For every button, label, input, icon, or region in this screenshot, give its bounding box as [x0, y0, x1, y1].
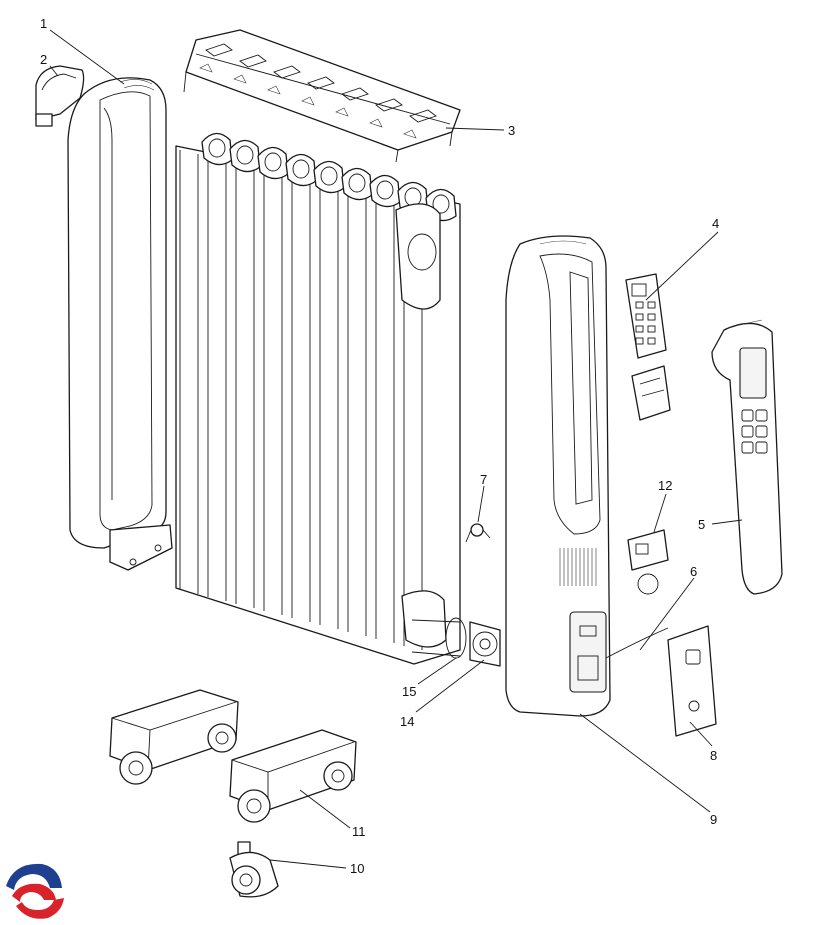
- callout-6: 6: [690, 564, 697, 579]
- part-10-caster: [229, 841, 279, 898]
- callout-8: 8: [710, 748, 717, 763]
- callout-14: 14: [400, 714, 414, 729]
- part-12-switch: [627, 529, 669, 595]
- callout-5: 5: [698, 517, 705, 532]
- callout-9: 9: [710, 812, 717, 827]
- part-7-screw: [465, 523, 491, 543]
- radiator-body: [175, 132, 461, 665]
- callout-12: 12: [658, 478, 672, 493]
- part-8-rear-cover: [667, 625, 717, 737]
- callout-11: 11: [352, 824, 366, 839]
- callout-1: 1: [40, 16, 47, 31]
- callout-15: 15: [402, 684, 416, 699]
- callout-3: 3: [508, 123, 515, 138]
- part-11-caster-foot-right: [229, 729, 357, 823]
- callout-10: 10: [350, 861, 364, 876]
- part-4-control-board: [625, 273, 671, 421]
- part-3-top-grille: [183, 29, 461, 163]
- leader-lines: [49, 29, 743, 869]
- part-2-top-cap: [35, 65, 85, 127]
- brand-swirl-icon: [4, 862, 64, 922]
- part-5-control-panel: [711, 319, 783, 595]
- part-1-left-side-panel: [67, 77, 173, 571]
- callout-2: 2: [40, 52, 47, 67]
- part-14-heating-element: [469, 621, 501, 667]
- part-6-wire: [605, 627, 669, 659]
- callout-4: 4: [712, 216, 719, 231]
- part-11-caster-foot-left: [109, 689, 239, 785]
- callout-labels: 1 2 3 4 5 6 7 8 9 10 11 12 14 15: [40, 16, 719, 876]
- part-9-right-side-panel: [505, 235, 611, 717]
- callout-7: 7: [480, 472, 487, 487]
